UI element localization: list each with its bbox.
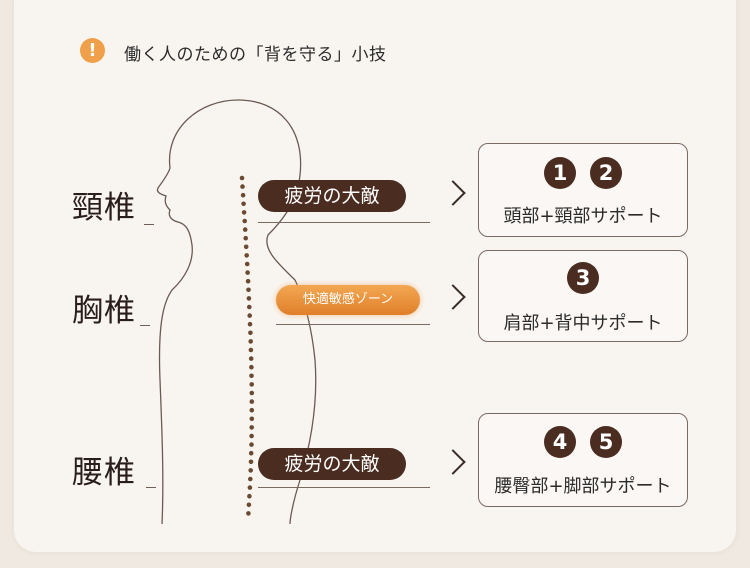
spine-dots <box>239 175 255 516</box>
region-underline <box>144 224 154 225</box>
region-label-lumbar: 腰椎 <box>72 455 136 491</box>
support-label: 肩部+背中サポート <box>503 313 663 334</box>
spine-dot <box>249 364 254 370</box>
spine-dot <box>249 433 254 439</box>
number-badge: 5 <box>590 426 622 458</box>
spine-dot <box>249 416 255 422</box>
spine-dot <box>247 313 252 318</box>
spine-dot <box>249 425 254 430</box>
spine-dot <box>248 330 253 336</box>
spine-dot <box>248 356 254 361</box>
region-label-thoracic: 胸椎 <box>72 293 136 329</box>
number-badge: 2 <box>590 157 622 189</box>
spine-dot <box>247 485 253 490</box>
spine-dot <box>248 450 254 456</box>
spine-dot <box>241 210 247 215</box>
spine-dot <box>249 373 254 379</box>
spine-dot <box>239 175 245 181</box>
spine-dot <box>249 442 254 447</box>
spine-dot <box>248 468 253 473</box>
face-front-outline <box>156 167 193 525</box>
spine-dot <box>244 261 250 267</box>
spine-dot <box>247 493 252 499</box>
spine-dot <box>246 296 252 301</box>
tag-cervical: 疲労の大敵 <box>258 180 406 212</box>
spine-dot <box>248 339 253 344</box>
spine-dot <box>244 253 249 258</box>
spine-dot <box>248 347 254 353</box>
region-underline <box>146 487 156 488</box>
spine-dot <box>245 278 251 284</box>
spine-dot <box>249 390 255 396</box>
support-box-cervical: 1 2 頭部+頸部サポート <box>478 143 688 237</box>
spine-dot <box>248 459 254 465</box>
spine-dot <box>246 511 251 516</box>
spine-dot <box>243 235 248 241</box>
spine-dot <box>249 382 254 387</box>
number-badge: 3 <box>567 262 599 294</box>
exclamation-icon: ! <box>80 38 105 63</box>
guide-line <box>258 487 430 488</box>
number-badge: 4 <box>544 426 576 458</box>
support-label: 腰臀部+脚部サポート <box>494 476 672 497</box>
spine-dot <box>248 476 253 482</box>
guide-line <box>276 324 430 325</box>
spine-dot <box>247 321 253 327</box>
tag-lumbar: 疲労の大敵 <box>258 448 406 480</box>
spine-dot <box>242 218 247 224</box>
support-label: 頭部+頸部サポート <box>503 206 663 227</box>
region-label-cervical: 頸椎 <box>72 190 136 226</box>
support-box-thoracic: 3 肩部+背中サポート <box>478 250 688 342</box>
spine-dot <box>240 192 246 198</box>
spine-dot <box>241 201 246 207</box>
spine-dot <box>245 270 250 275</box>
spine-dot <box>246 287 251 293</box>
number-badge: 1 <box>544 157 576 189</box>
spine-dot <box>249 407 255 413</box>
page-title: 働く人のための「背を守る」小技 <box>124 45 387 65</box>
spine-dot <box>247 304 252 310</box>
spine-dot <box>246 502 252 508</box>
guide-line <box>258 222 430 223</box>
region-underline <box>140 325 150 326</box>
tag-thoracic: 快適敏感ゾーン <box>276 285 420 315</box>
spine-dot <box>240 184 245 189</box>
spine-dot <box>249 399 255 404</box>
support-box-lumbar: 4 5 腰臀部+脚部サポート <box>478 413 688 507</box>
spine-dot <box>242 227 248 232</box>
spine-dot <box>243 244 249 250</box>
